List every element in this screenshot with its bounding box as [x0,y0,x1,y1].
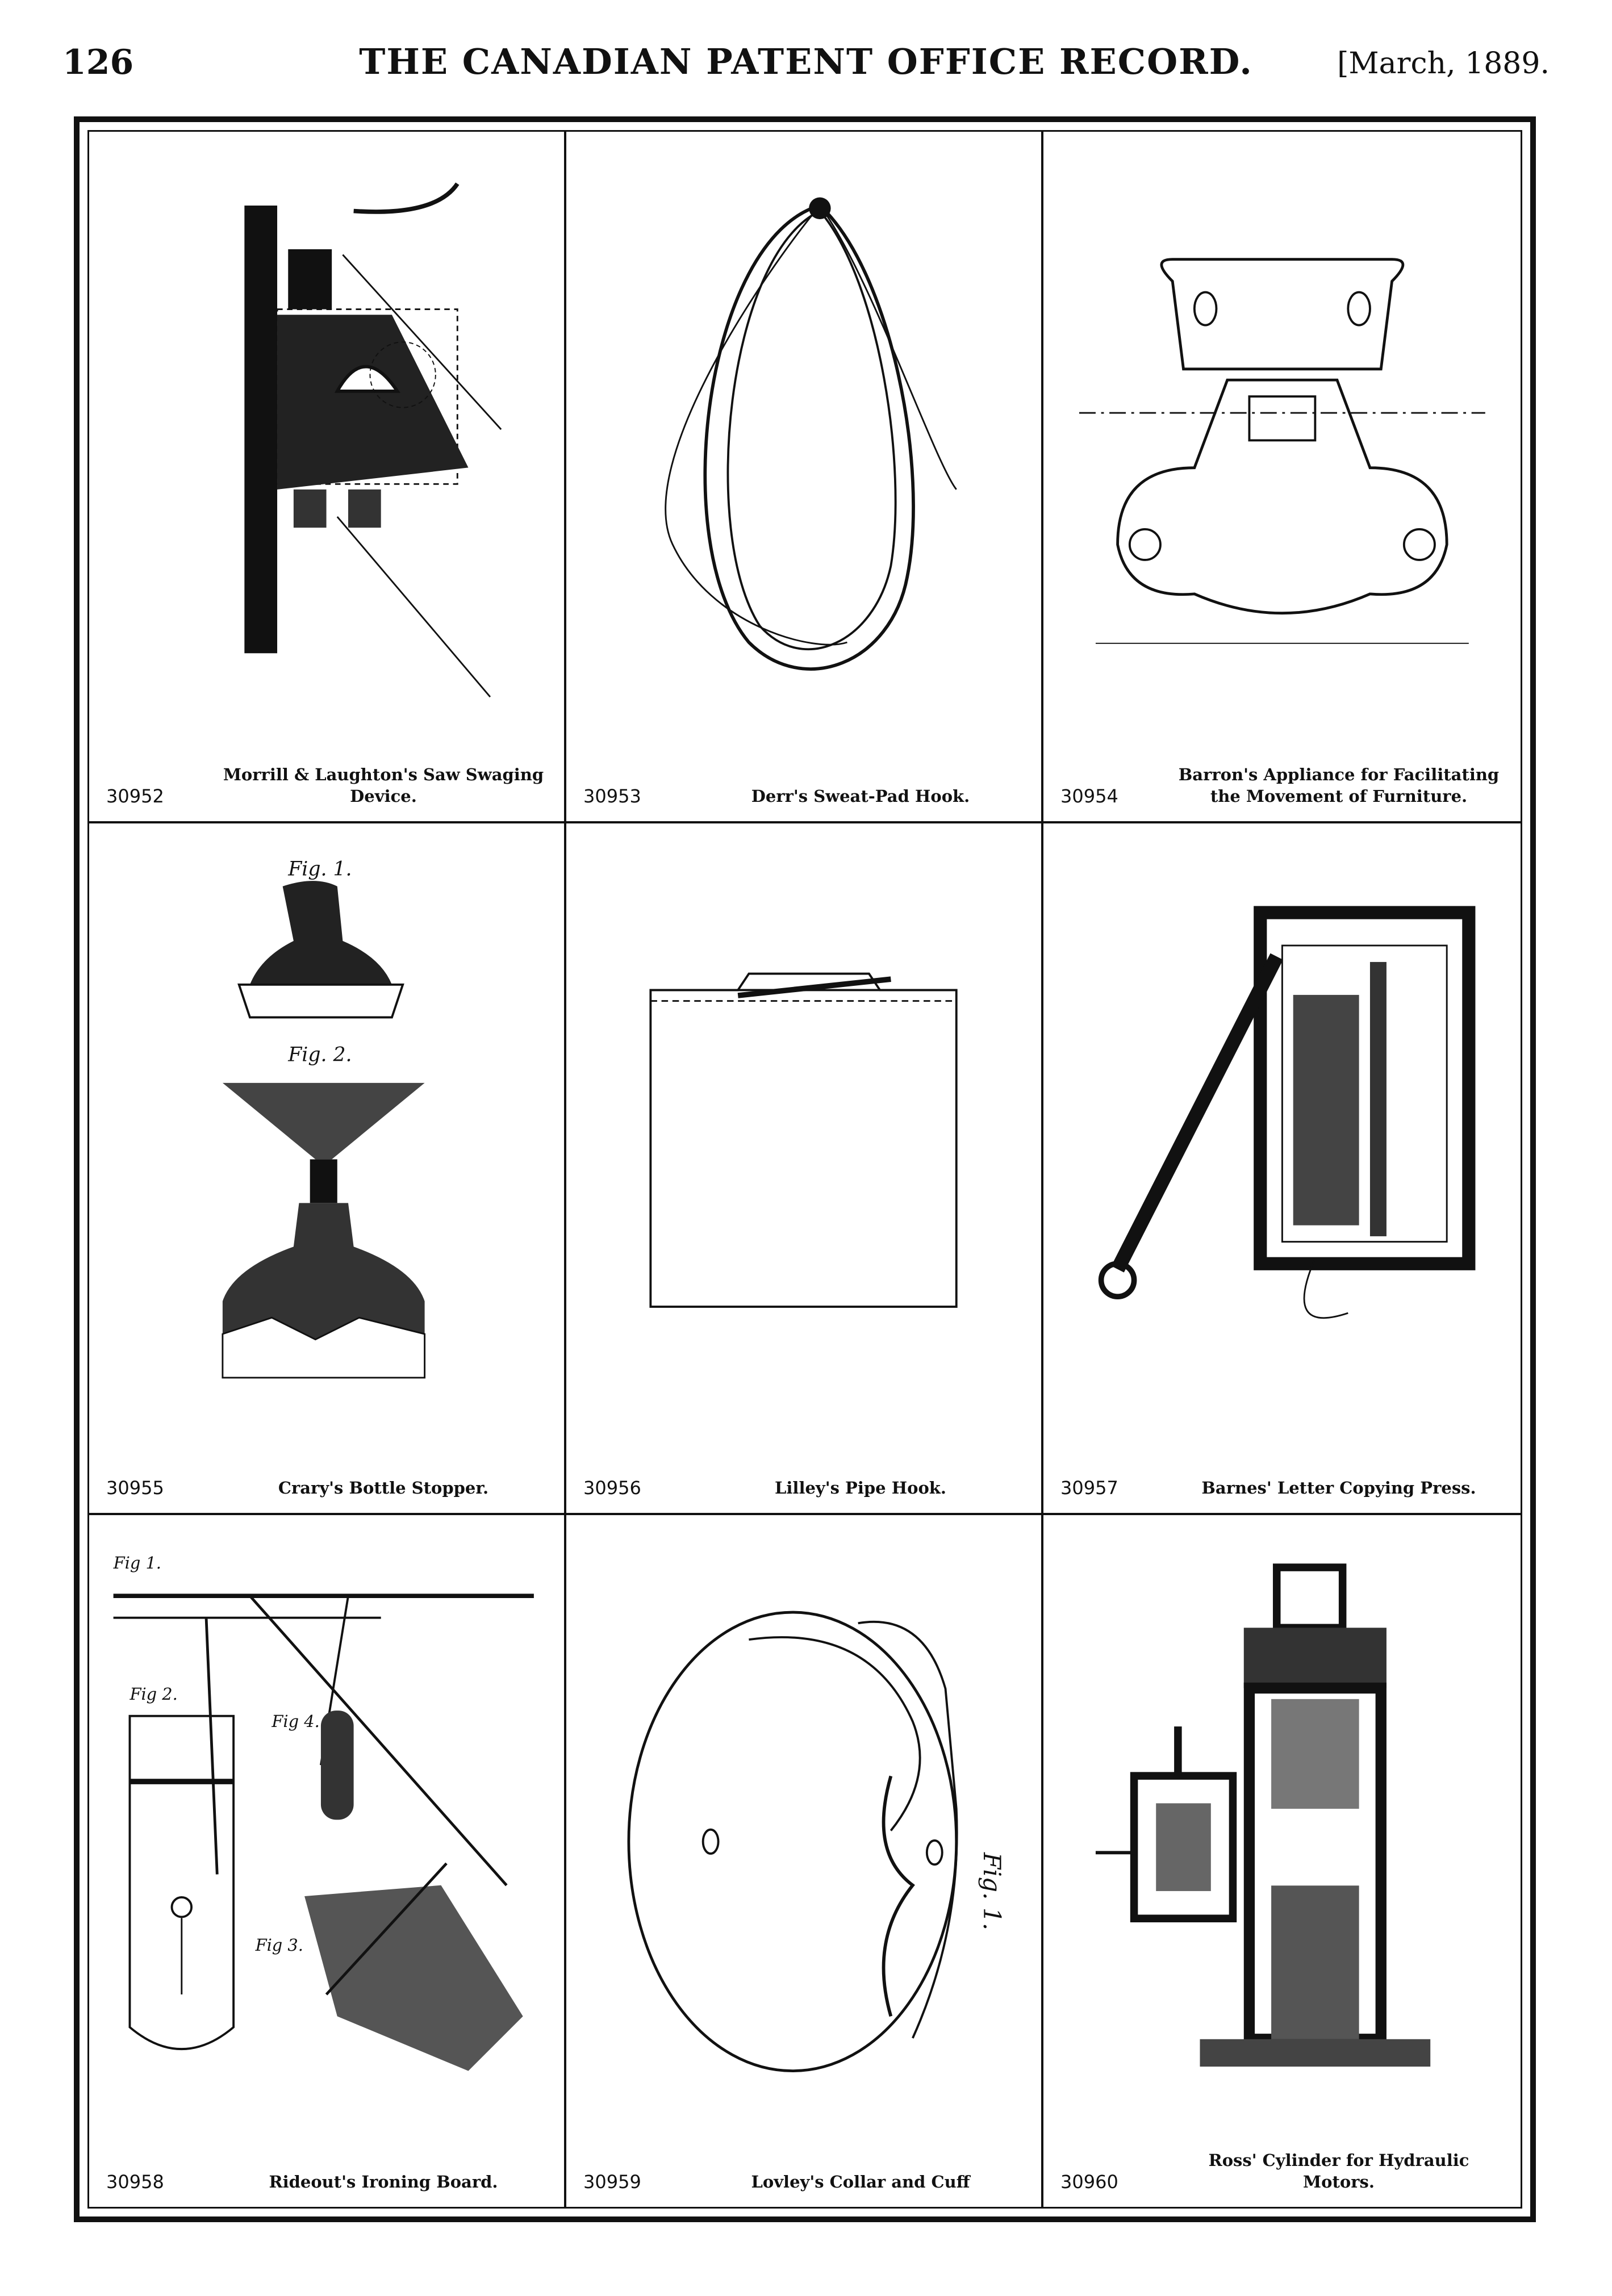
patent-cell-30953: 30953 Derr's Sweat-Pad Hook. [566,132,1043,823]
patent-number: 30955 [106,1477,164,1499]
patent-cell-30952: 30952 Morrill & Laughton's Saw Swaging D… [89,132,566,823]
patent-number: 30960 [1060,2171,1118,2193]
patent-cell-30956: 30956 Lilley's Pipe Hook. [566,823,1043,1515]
figure-label: Fig 4. [272,1711,320,1730]
letter-copying-press-drawing [1063,844,1502,1409]
patent-caption: 30958 Rideout's Ironing Board. [106,2171,547,2193]
page-header: 126 THE CANADIAN PATENT OFFICE RECORD. [… [0,0,1612,114]
patent-cell-30955: Fig. 1. Fig. 2. 30955 Crary's Bottle Sto… [89,823,566,1515]
patent-title: Crary's Bottle Stopper. [278,1478,489,1498]
patent-number: 30952 [106,785,164,807]
patent-title: Lovley's Collar and Cuff [751,2172,970,2192]
figure-label: Fig 2. [130,1684,178,1703]
bottle-stopper-drawing: Fig. 1. Fig. 2. [108,844,545,1409]
patent-cell-30954: 30954 Barron's Appliance for Facilitatin… [1043,132,1521,823]
patent-caption: 30952 Morrill & Laughton's Saw Swaging D… [106,764,547,807]
patent-cell-30957: 30957 Barnes' Letter Copying Press. [1043,823,1521,1515]
furniture-caster-drawing [1063,152,1502,717]
saw-swaging-device-drawing [108,152,545,717]
patent-caption: 30957 Barnes' Letter Copying Press. [1060,1477,1504,1499]
figure-label: Fig. 1. [978,1852,1006,1930]
patent-caption: 30953 Derr's Sweat-Pad Hook. [583,785,1024,807]
page-number: 126 [62,43,134,82]
patent-caption: 30960 Ross' Cylinder for Hydraulic Motor… [1060,2149,1504,2193]
patent-cell-30959: Fig. 1. 30959 Lovley's Collar and Cuff [566,1515,1043,2207]
patent-cell-30960: 30960 Ross' Cylinder for Hydraulic Motor… [1043,1515,1521,2207]
patent-number: 30956 [583,1477,641,1499]
patent-title: Barron's Appliance for Facilitating the … [1178,765,1500,806]
pipe-hook-drawing [585,844,1022,1409]
patent-title: Rideout's Ironing Board. [269,2172,498,2192]
patent-number: 30954 [1060,785,1118,807]
patent-grid: 30952 Morrill & Laughton's Saw Swaging D… [89,132,1521,2207]
ironing-board-drawing: Fig 1. Fig 2. Fig 4. Fig 3. [108,1536,545,2103]
patent-caption: 30956 Lilley's Pipe Hook. [583,1477,1024,1499]
patent-number: 30957 [1060,1477,1118,1499]
figure-label: Fig. 1. [288,858,352,881]
patent-number: 30959 [583,2171,641,2193]
patent-title: Lilley's Pipe Hook. [775,1478,946,1498]
publication-title: THE CANADIAN PATENT OFFICE RECORD. [359,41,1253,82]
patent-caption: 30955 Crary's Bottle Stopper. [106,1477,547,1499]
patent-caption: 30954 Barron's Appliance for Facilitatin… [1060,764,1504,807]
figure-label: Fig 1. [113,1553,161,1573]
figure-label: Fig 3. [255,1935,303,1955]
sweat-pad-hook-drawing [585,152,1022,717]
patent-number: 30958 [106,2171,164,2193]
patent-caption: 30959 Lovley's Collar and Cuff [583,2171,1024,2193]
plate-inner-border: 30952 Morrill & Laughton's Saw Swaging D… [87,130,1522,2209]
patent-title: Barnes' Letter Copying Press. [1201,1478,1476,1498]
patent-title: Derr's Sweat-Pad Hook. [751,787,970,806]
plate-frame: 30952 Morrill & Laughton's Saw Swaging D… [74,116,1536,2222]
patent-number: 30953 [583,785,641,807]
patent-title: Morrill & Laughton's Saw Swaging Device. [223,765,544,806]
collar-and-cuff-drawing: Fig. 1. [585,1536,1022,2103]
figure-label: Fig. 2. [288,1044,352,1067]
hydraulic-cylinder-drawing [1063,1536,1502,2103]
patent-cell-30958: Fig 1. Fig 2. Fig 4. Fig 3. [89,1515,566,2207]
patent-title: Ross' Cylinder for Hydraulic Motors. [1208,2151,1469,2192]
issue-date: [March, 1889. [1337,47,1550,81]
